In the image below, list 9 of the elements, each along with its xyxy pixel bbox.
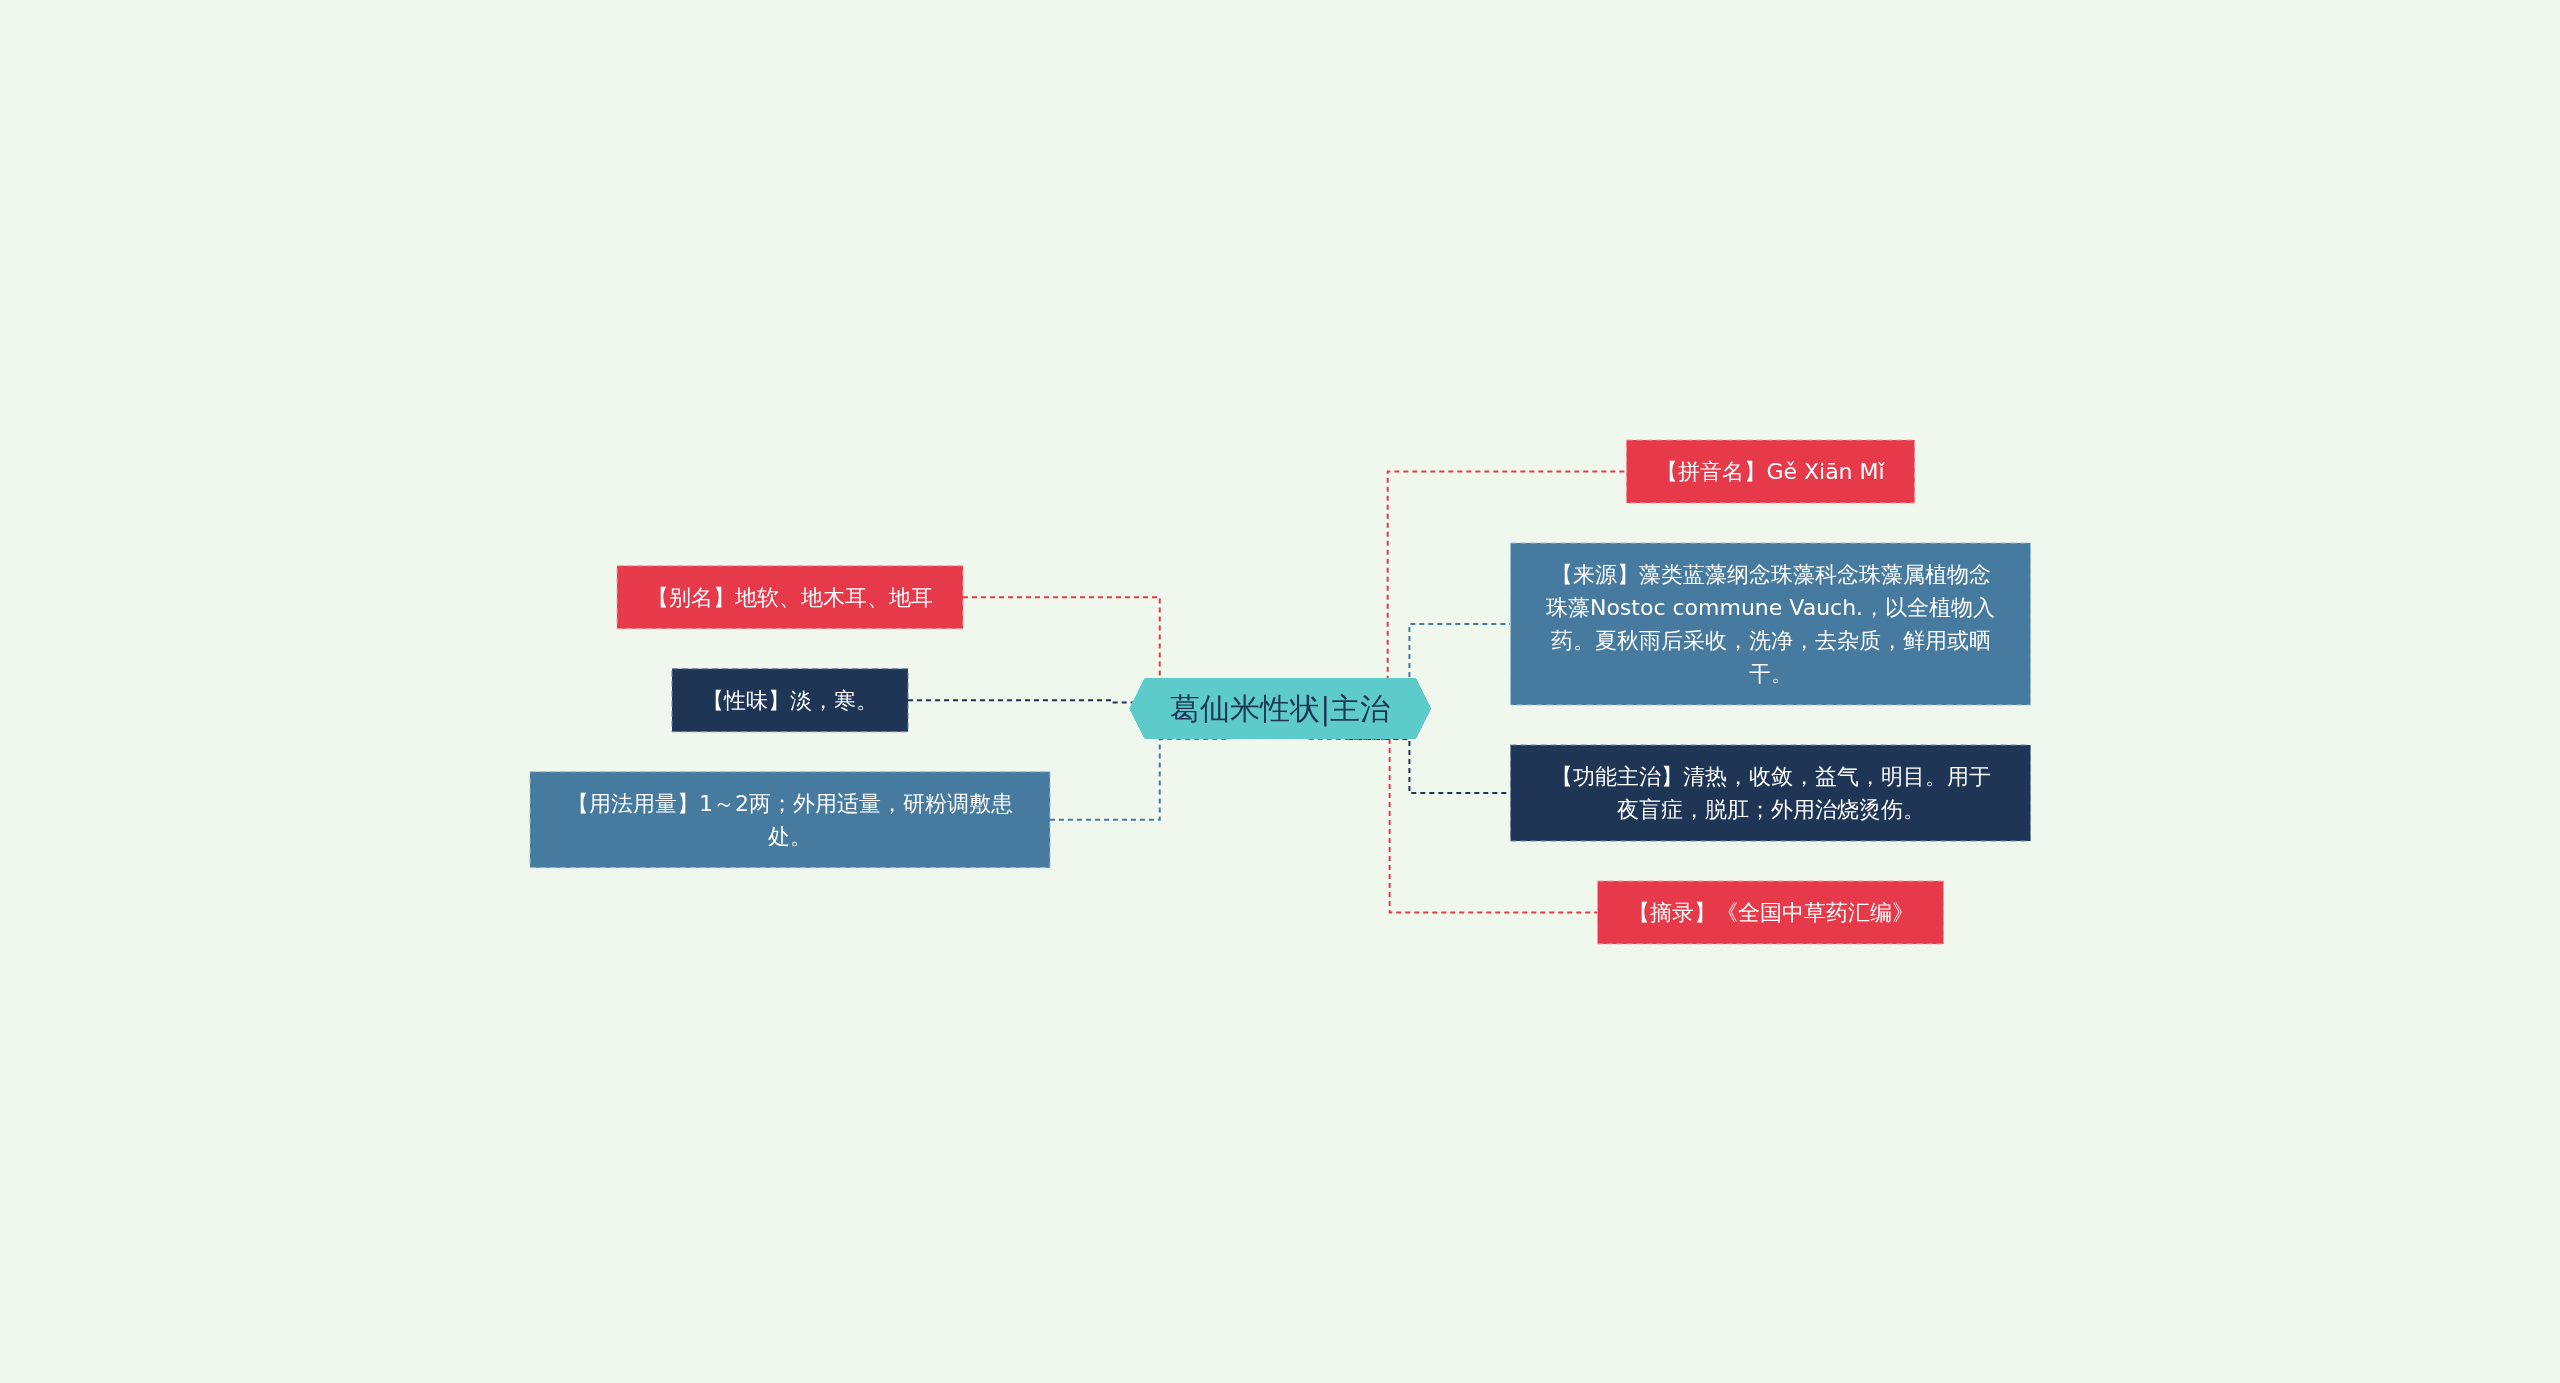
node-box: 【功能主治】清热，收敛，益气，明目。用于夜盲症，脱肛；外用治烧烫伤。 (1509, 744, 2031, 841)
node-box: 【别名】地软、地木耳、地耳 (616, 564, 964, 629)
node-box: 【性味】淡，寒。 (671, 667, 909, 732)
node-box: 【来源】藻类蓝藻纲念珠藻科念珠藻属植物念珠藻Nostoc commune Vauch.，以全植物入药。夏秋雨后采收，洗净，去杂质，鲜用或晒干。 (1509, 542, 2031, 705)
node-box: 【拼音名】Gě Xiān Mǐ (1625, 439, 1915, 503)
connector (1307, 737, 1599, 913)
node-box: 【摘录】《全国中草药汇编》 (1596, 880, 1944, 944)
node-box: 【用法用量】1～2两；外用适量，研粉调敷患处。 (529, 770, 1051, 868)
connector (906, 698, 1135, 704)
